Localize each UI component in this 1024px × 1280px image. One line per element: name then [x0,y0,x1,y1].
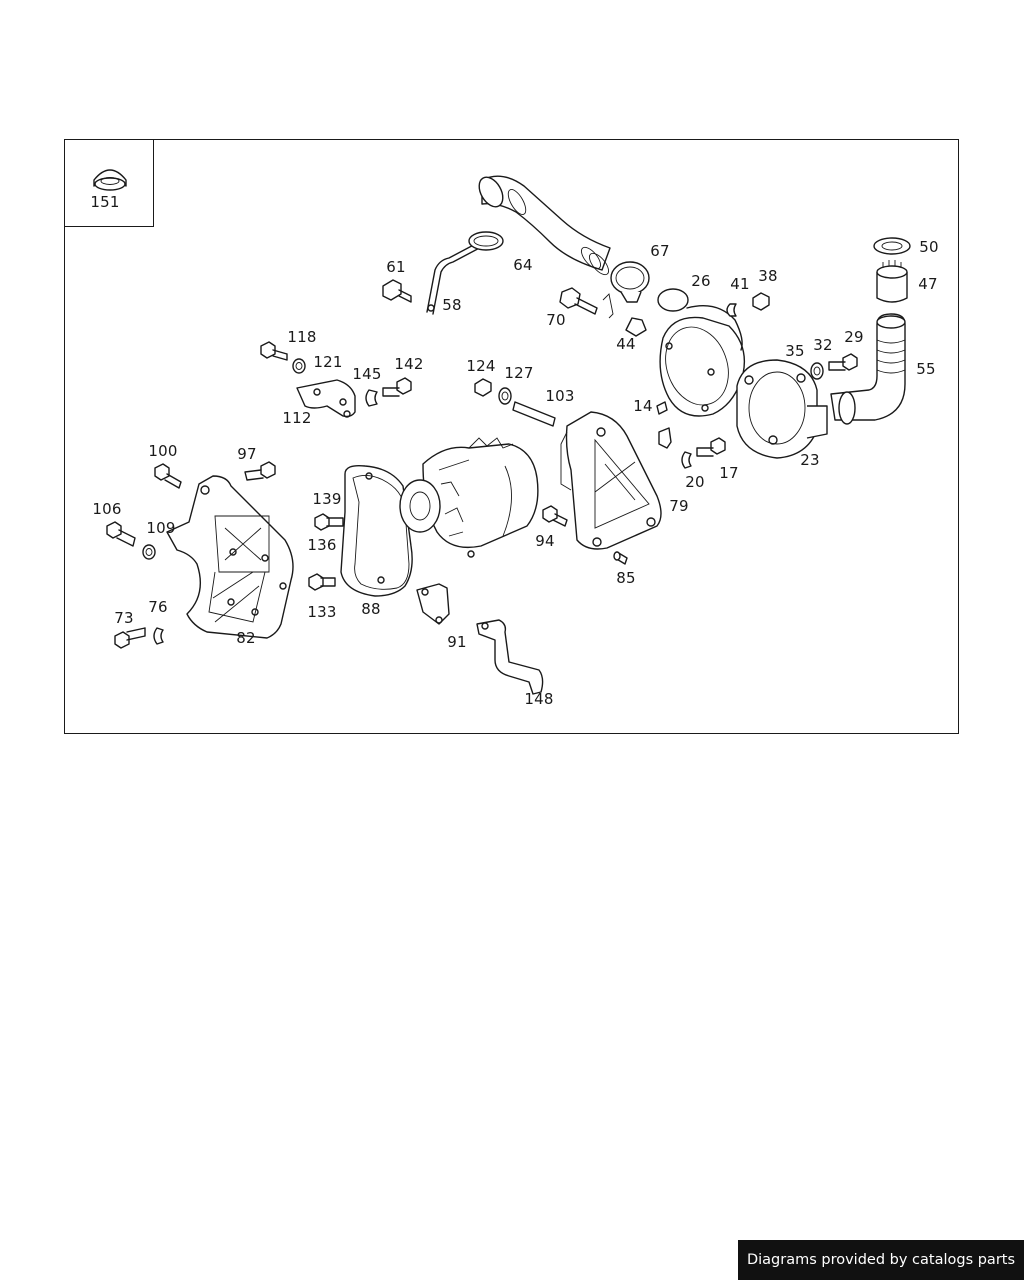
part-133-bolt [308,573,336,591]
part-106-bolt [106,521,136,547]
part-20-washer [681,451,692,469]
callout-136: 136 [307,536,337,554]
part-127-washer [498,387,512,405]
part-97-bolt [244,461,276,481]
callout-79: 79 [669,497,689,515]
callout-23: 23 [800,451,820,469]
part-17-bolt [696,437,726,457]
part-47-bush [876,260,908,303]
part-67-clamp [610,261,650,303]
part-55-pipe [830,313,906,425]
part-145-washer [365,389,378,407]
callout-26: 26 [691,272,711,290]
part-41-washer [726,303,737,317]
callout-41: 41 [730,275,750,293]
callout-106: 106 [92,500,122,518]
callout-118: 118 [287,328,317,346]
part-58-bracket [426,231,504,315]
part-118-bolt [260,341,288,361]
part-26-housing [657,288,746,417]
callout-94: 94 [535,532,555,550]
part-148-bracket [476,619,544,695]
part-14-bracket [656,401,672,449]
part-79-mount-bracket [560,411,662,550]
callout-58: 58 [442,296,462,314]
alternator [399,437,539,558]
part-23-cover [736,359,828,459]
inset-label: 151 [90,193,120,211]
part-136-bolt [314,513,344,531]
part-50-seal [873,237,911,255]
callout-133: 133 [307,603,337,621]
callout-91: 91 [447,633,467,651]
callout-97: 97 [237,445,257,463]
part-151-clip [93,169,127,191]
part-82-main-bracket [166,475,294,639]
part-76-washer [153,627,164,645]
callout-17: 17 [719,464,739,482]
callout-82: 82 [236,629,256,647]
exploded-parts-drawing [93,169,911,695]
callout-139: 139 [312,490,342,508]
callout-64: 64 [513,256,533,274]
callout-38: 38 [758,267,778,285]
callout-142: 142 [394,355,424,373]
callout-76: 76 [148,598,168,616]
part-85-pin [613,551,628,565]
part-70-bolt [559,287,614,319]
part-29-bolt [828,353,858,371]
part-94-bolt [542,505,568,527]
part-103-stud [512,401,556,427]
callout-124: 124 [466,357,496,375]
callout-14: 14 [633,397,653,415]
callout-109: 109 [146,519,176,537]
part-44-clip [625,317,647,337]
part-38-nut [752,292,770,311]
callout-61: 61 [386,258,406,276]
part-64-hose [478,175,611,276]
callout-148: 148 [524,690,554,708]
inset-panel [65,140,154,227]
part-121-washer [292,358,306,374]
part-88-gasket [340,464,413,597]
callout-20: 20 [685,473,705,491]
callout-88: 88 [361,600,381,618]
callout-70: 70 [546,311,566,329]
part-112-bracket [296,379,356,418]
part-100-bolt [154,463,182,489]
part-73-bolt [114,627,146,649]
callout-100: 100 [148,442,178,460]
callout-55: 55 [916,360,936,378]
part-142-bolt [382,377,412,397]
callout-121: 121 [313,353,343,371]
part-109-washer [142,544,156,560]
callout-73: 73 [114,609,134,627]
callout-103: 103 [545,387,575,405]
callout-112: 112 [282,409,312,427]
footer-credit-banner: Diagrams provided by catalogs parts [738,1240,1024,1280]
callout-29: 29 [844,328,864,346]
part-91-bracket [416,583,450,625]
callout-127: 127 [504,364,534,382]
callout-44: 44 [616,335,636,353]
part-124-nut [474,378,492,397]
part-32-washer [810,362,824,380]
callout-85: 85 [616,569,636,587]
callout-145: 145 [352,365,382,383]
callout-32: 32 [813,336,833,354]
part-61-bolt [382,279,412,303]
callout-35: 35 [785,342,805,360]
parts-diagram: 151 64 67 61 58 70 26 41 38 50 47 44 118… [64,139,959,734]
callout-47: 47 [918,275,938,293]
callout-67: 67 [650,242,670,260]
callout-50: 50 [919,238,939,256]
